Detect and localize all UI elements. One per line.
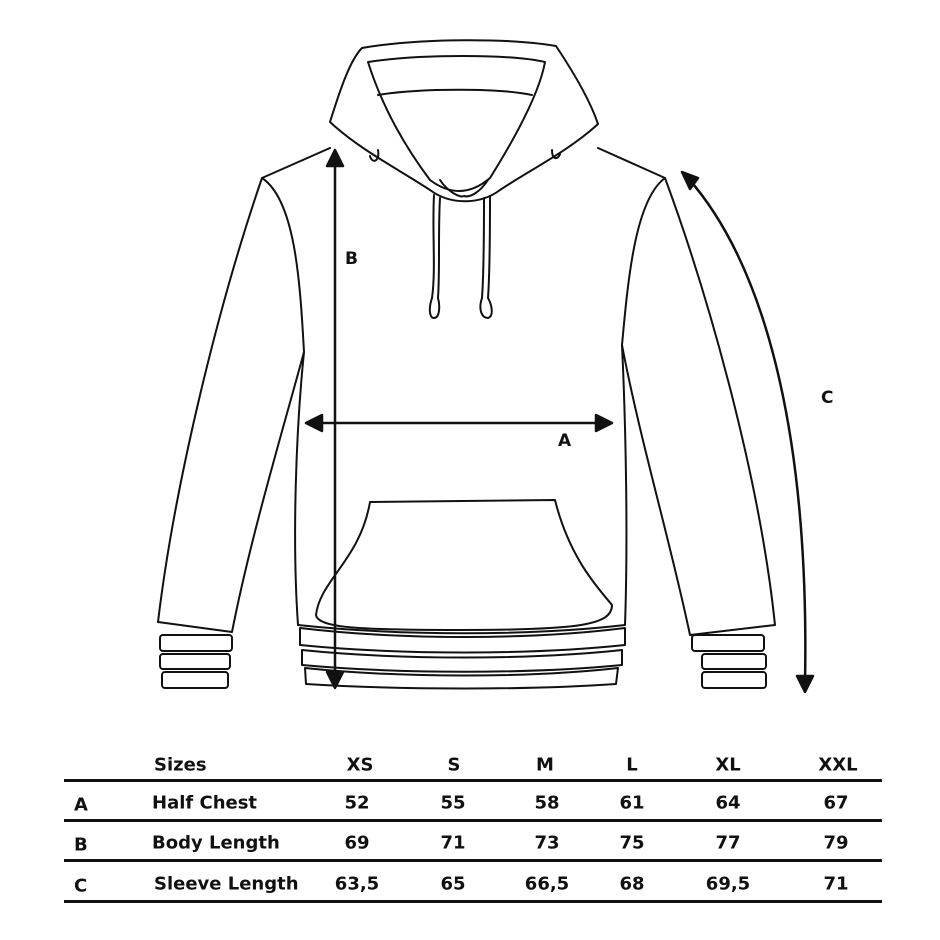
size-header: XXL xyxy=(818,754,858,776)
cuffs-and-hem xyxy=(159,627,767,690)
cell: 55 xyxy=(440,792,466,814)
measure-label-c: C xyxy=(821,388,834,408)
measure-label-a: A xyxy=(558,431,572,451)
divider xyxy=(64,779,882,782)
cell: 69 xyxy=(344,832,370,854)
cell: 71 xyxy=(440,832,466,854)
size-header: XS xyxy=(346,754,374,776)
cell: 63,5 xyxy=(334,873,380,895)
size-header: M xyxy=(536,754,554,776)
cell: 67 xyxy=(823,792,849,814)
row-label: Body Length xyxy=(152,832,280,854)
size-header: XL xyxy=(715,754,741,776)
pocket xyxy=(315,499,613,631)
row-label: Half Chest xyxy=(152,792,258,814)
hood xyxy=(329,39,599,203)
cell: 75 xyxy=(619,832,645,854)
cell: 68 xyxy=(619,873,645,895)
divider xyxy=(64,859,882,862)
cell: 77 xyxy=(715,832,741,854)
row-key: A xyxy=(74,794,88,816)
body xyxy=(157,147,776,636)
hoodie-illustration xyxy=(157,39,815,694)
sizes-header: Sizes xyxy=(154,754,207,776)
row-label: Sleeve Length xyxy=(154,873,299,895)
measure-arrow-a xyxy=(304,413,614,433)
drawstrings xyxy=(428,194,493,319)
measure-label-b: B xyxy=(345,249,358,269)
cell: 73 xyxy=(534,832,560,854)
measure-arrow-b xyxy=(325,148,345,690)
divider xyxy=(64,819,882,822)
cell: 69,5 xyxy=(705,873,751,895)
row-key: C xyxy=(74,875,88,897)
row-key: B xyxy=(74,834,88,856)
cell: 52 xyxy=(344,792,370,814)
divider xyxy=(64,900,882,903)
cell: 66,5 xyxy=(524,873,570,895)
cell: 58 xyxy=(534,792,560,814)
cell: 65 xyxy=(440,873,466,895)
cell: 71 xyxy=(823,873,849,895)
cell: 79 xyxy=(823,832,849,854)
cell: 64 xyxy=(715,792,741,814)
measure-arrow-c xyxy=(680,170,815,694)
size-header: L xyxy=(626,754,638,776)
size-header: S xyxy=(447,754,461,776)
cell: 61 xyxy=(619,792,645,814)
